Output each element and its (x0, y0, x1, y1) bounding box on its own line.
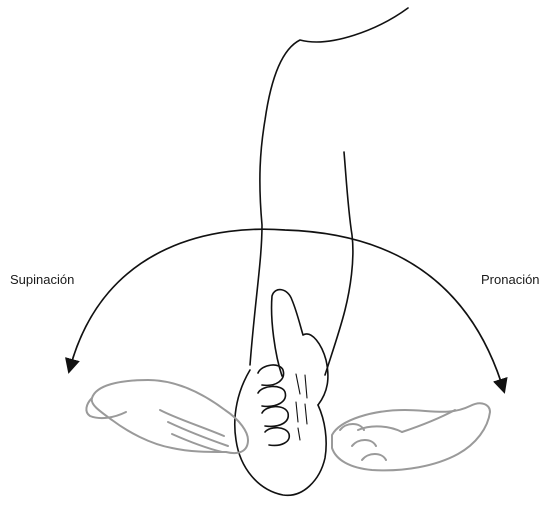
arm-right-contour (325, 152, 353, 375)
center-hand-palm (235, 370, 326, 495)
arm-left-contour (250, 8, 408, 365)
center-hand-finger-4 (265, 428, 289, 446)
center-hand-finger-3 (262, 407, 288, 427)
right-hand-outline (332, 403, 490, 470)
left-hand-fingers (160, 410, 228, 452)
arm-outline (250, 8, 408, 375)
left-ghost-hand (86, 380, 248, 453)
right-ghost-hand (332, 403, 490, 470)
center-hand (235, 290, 328, 496)
rotation-arc (70, 229, 503, 388)
center-hand-creases (296, 374, 307, 440)
center-hand-finger-2 (258, 386, 285, 406)
right-hand-thumb (402, 410, 455, 432)
pronation-label: Pronación (481, 272, 540, 287)
right-hand-knuckles (340, 424, 402, 460)
supination-label: Supinación (10, 272, 74, 287)
